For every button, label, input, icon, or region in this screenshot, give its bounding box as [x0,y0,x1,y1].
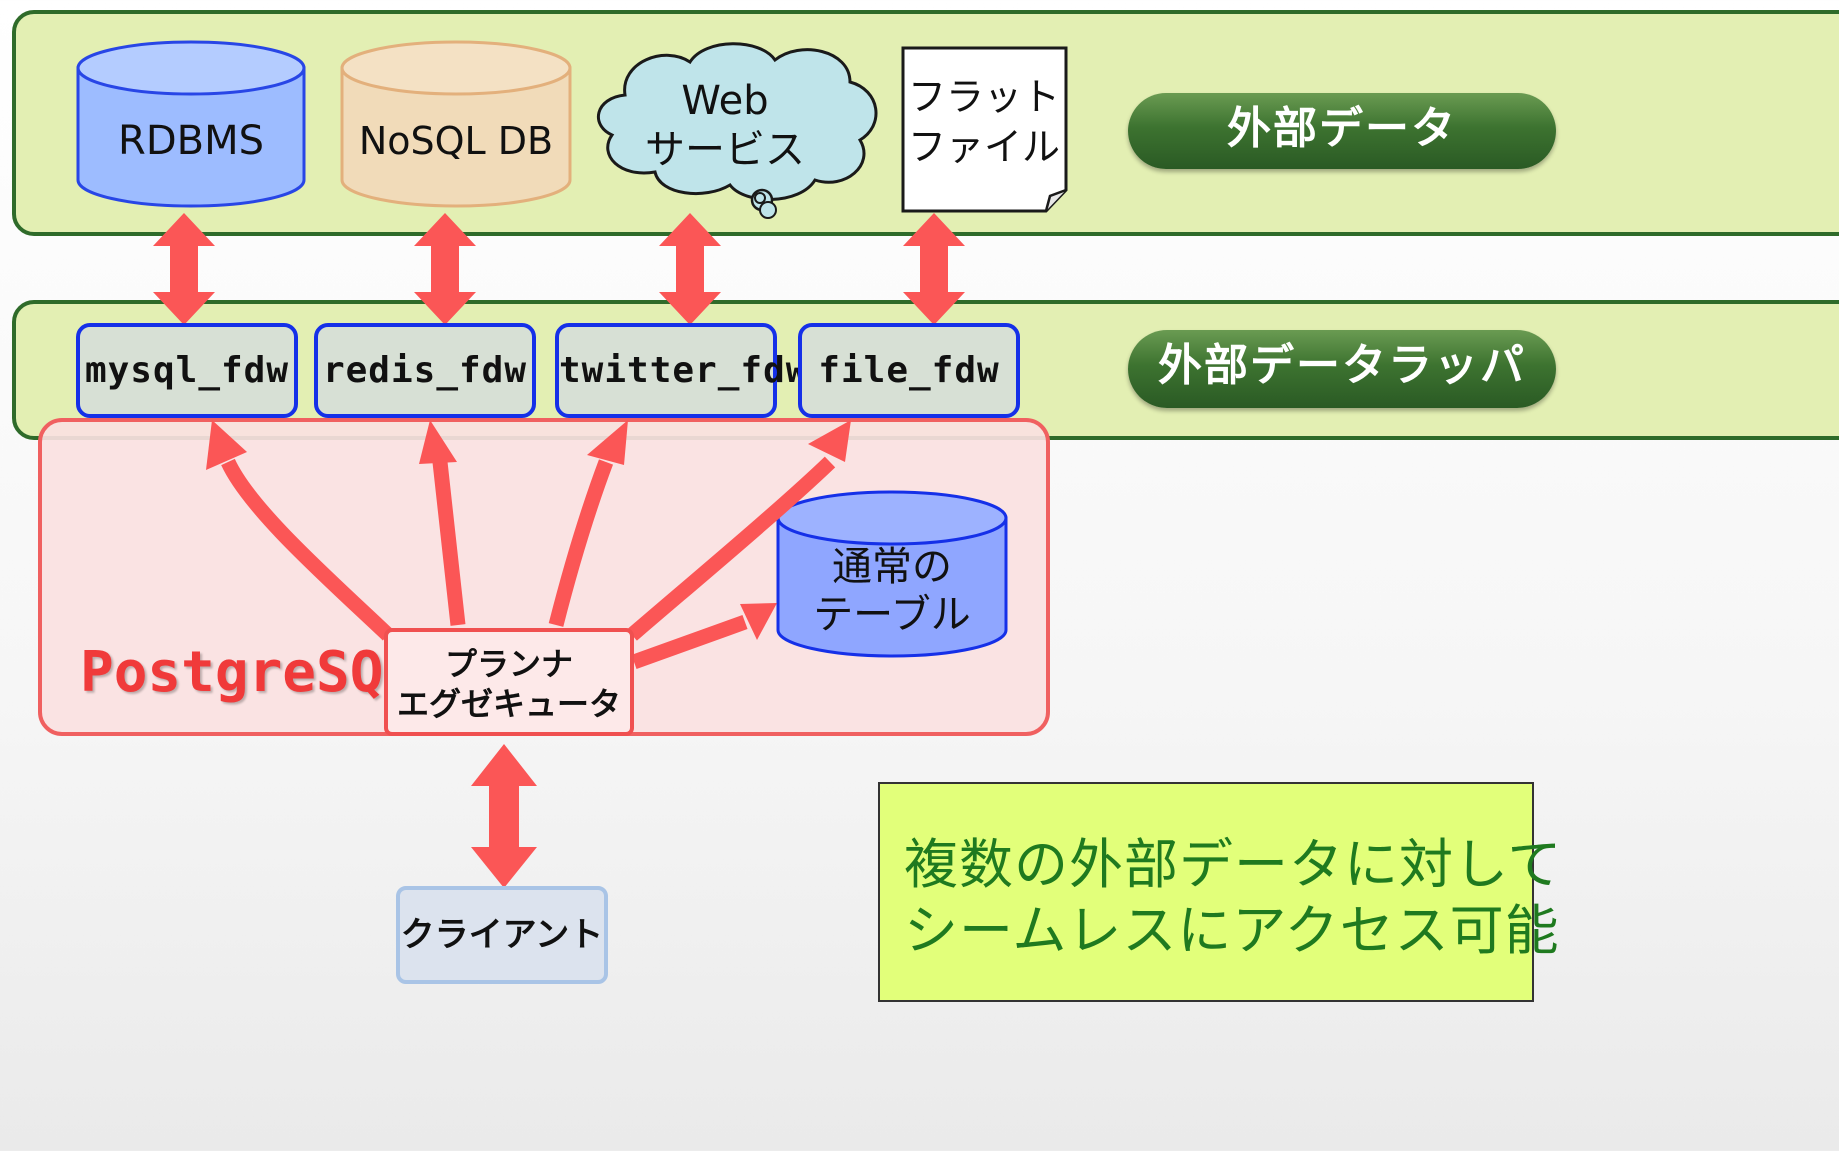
source-wrapper-arrows [153,213,965,325]
planner-wrapper-arrows [221,456,836,670]
arrow-file-filefdw [903,213,965,325]
rdbms-cylinder-icon: RDBMS [76,40,306,208]
external-data-label: 外部データ [1128,93,1556,169]
planner-label: プランナ [444,645,573,683]
wrapper-file-fdw: file_fdw [798,323,1020,418]
arrow-rdbms-mysql [153,213,215,325]
nosql-label: NoSQL DB [359,119,553,163]
postgresql-label: PostgreSQL [80,640,418,705]
flat-file-label-line1: フラット [908,75,1060,119]
arrow-planner-twitter [548,459,614,627]
arrow-web-twitter [659,213,721,325]
arrow-planner-client [471,744,537,888]
flat-file-document-icon: フラット ファイル [901,46,1068,213]
wrapper-redis-fdw: redis_fdw [314,323,536,418]
web-service-cloud-icon: Web サービス [596,42,878,219]
nosql-cylinder-icon: NoSQL DB [340,40,572,208]
callout-line1: 複数の外部データに対して [904,833,1563,896]
web-label-line2: サービス [645,127,805,173]
normal-table-cylinder-icon: 通常の テーブル [776,490,1008,658]
wrapper-twitter-fdw: twitter_fdw [555,323,807,418]
client-box: クライアント [396,886,608,984]
planner-executor-box: プランナ エグゼキュータ [384,628,634,736]
executor-label: エグゼキュータ [396,685,621,723]
flat-file-label-line2: ファイル [908,125,1060,169]
callout-line2: シームレスにアクセス可能 [904,899,1560,962]
planner-wrapper-arrowheads [206,420,851,640]
rdbms-label: RDBMS [118,118,264,164]
table-label-line1: 通常の [832,544,952,590]
web-label-line1: Web [681,78,768,124]
arrow-planner-redis [432,461,466,626]
arrow-planner-mysql [221,458,394,641]
callout-box: 複数の外部データに対して シームレスにアクセス可能 [878,782,1561,1002]
table-label-line2: テーブル [813,592,971,638]
arrow-planner-table [631,614,748,670]
wrapper-mysql-fdw: mysql_fdw [76,323,298,418]
arrow-nosql-redis [414,213,476,325]
external-data-wrapper-label: 外部データラッパ [1128,330,1556,408]
arrow-planner-file [627,456,836,641]
